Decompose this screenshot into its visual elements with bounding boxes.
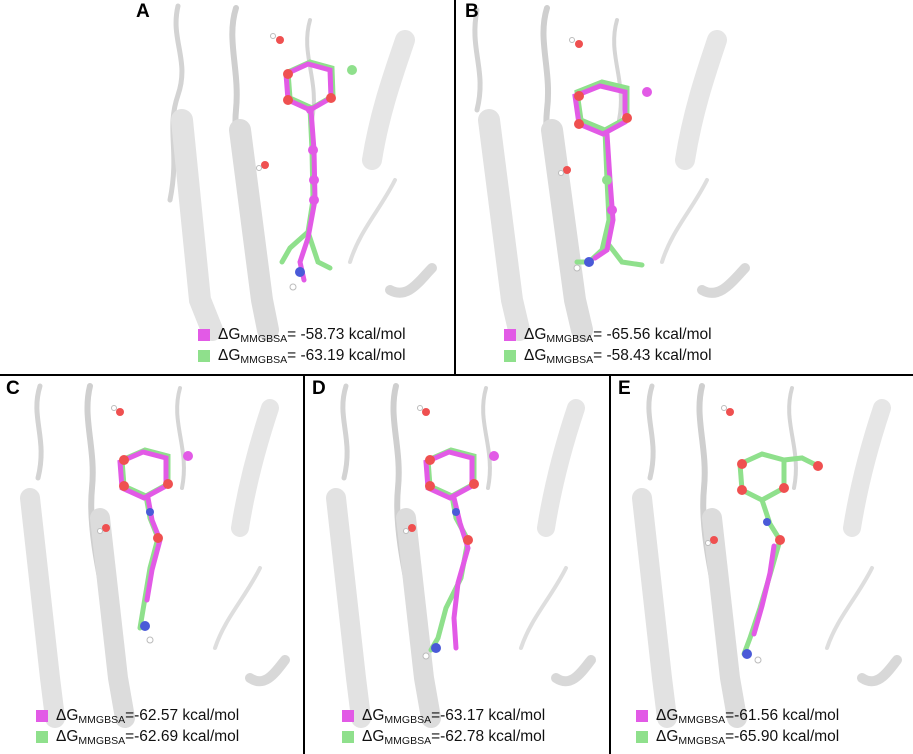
mmgbsa-subscript: MMGBSA [78, 734, 126, 747]
ligand-atoms [119, 451, 193, 644]
delta-g-symbol: ΔG [218, 346, 241, 364]
mmgbsa-subscript: MMGBSA [240, 332, 288, 345]
ligand-magenta [751, 543, 777, 637]
energy-value: =-63.17 kcal/mol [431, 706, 546, 724]
structure-scene [472, 5, 750, 341]
green-swatch [504, 349, 516, 362]
energy-value: =-62.78 kcal/mol [431, 727, 546, 745]
mmgbsa-subscript: MMGBSA [384, 713, 432, 726]
protein-ribbons [326, 383, 596, 728]
horizontal-divider [0, 374, 913, 376]
energy-value: =-62.57 kcal/mol [125, 706, 240, 724]
energy-value: = -58.73 kcal/mol [287, 325, 406, 343]
ligand-atoms [737, 459, 823, 664]
mmgbsa-subscript: MMGBSA [678, 713, 726, 726]
structure-scene [167, 3, 437, 341]
protein-ribbons [472, 5, 750, 341]
ligand-atoms [422, 451, 499, 660]
energy-value: =-65.90 kcal/mol [725, 727, 840, 745]
panel-label: E [618, 378, 631, 399]
mmgbsa-subscript: MMGBSA [240, 353, 288, 366]
vertical-divider [303, 376, 305, 754]
magenta-swatch [198, 328, 210, 341]
magenta-swatch [636, 709, 648, 722]
green-swatch [342, 730, 354, 743]
vertical-divider [454, 0, 456, 374]
structure-scene [20, 383, 290, 728]
delta-g-symbol: ΔG [56, 706, 79, 724]
magenta-swatch [36, 709, 48, 722]
green-swatch [636, 730, 648, 743]
magenta-swatch [504, 328, 516, 341]
ligand-atoms [283, 65, 357, 291]
water-molecule [97, 405, 124, 534]
delta-g-symbol: ΔG [656, 727, 679, 745]
structure-scene [632, 383, 902, 728]
magenta-swatch [342, 709, 354, 722]
delta-g-symbol: ΔG [56, 727, 79, 745]
delta-g-symbol: ΔG [362, 706, 385, 724]
vertical-divider [609, 376, 611, 754]
green-swatch [198, 349, 210, 362]
delta-g-symbol: ΔG [656, 706, 679, 724]
energy-value: =-62.69 kcal/mol [125, 727, 240, 745]
mmgbsa-subscript: MMGBSA [384, 734, 432, 747]
mmgbsa-subscript: MMGBSA [546, 332, 594, 345]
ligand-atoms [573, 87, 652, 272]
green-swatch [36, 730, 48, 743]
water-molecule [256, 33, 284, 171]
panel-label: C [6, 378, 20, 399]
protein-ribbons [167, 3, 437, 341]
mmgbsa-subscript: MMGBSA [678, 734, 726, 747]
panel-label: B [465, 1, 479, 22]
ligand-magenta [572, 83, 628, 261]
delta-g-symbol: ΔG [524, 325, 547, 343]
delta-g-symbol: ΔG [524, 346, 547, 364]
energy-value: = -63.19 kcal/mol [287, 346, 406, 364]
ligand-magenta [423, 449, 475, 651]
panel-label: A [136, 1, 150, 22]
structure-scene [326, 383, 596, 728]
energy-value: =-61.56 kcal/mol [725, 706, 840, 724]
energy-value: = -58.43 kcal/mol [593, 346, 712, 364]
delta-g-symbol: ΔG [362, 727, 385, 745]
ligand-green [737, 451, 821, 657]
water-molecule [558, 37, 583, 176]
panel-label: D [312, 378, 326, 399]
mmgbsa-subscript: MMGBSA [546, 353, 594, 366]
water-molecule [705, 405, 734, 546]
delta-g-symbol: ΔG [218, 325, 241, 343]
ligand-magenta [117, 449, 169, 603]
protein-ribbons [20, 383, 290, 728]
mmgbsa-subscript: MMGBSA [78, 713, 126, 726]
protein-ribbons [632, 383, 902, 728]
water-molecule [403, 405, 430, 534]
energy-value: = -65.56 kcal/mol [593, 325, 712, 343]
